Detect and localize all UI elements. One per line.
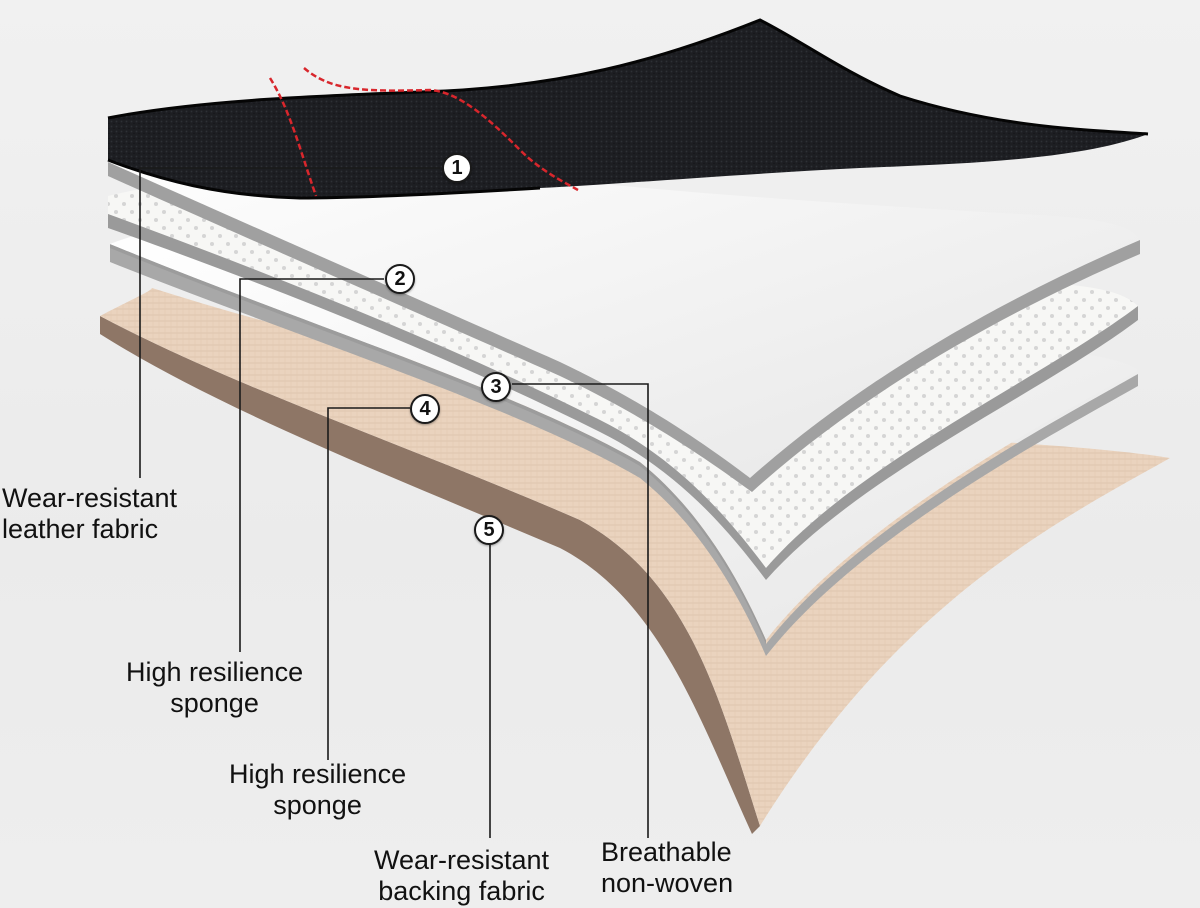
label-line: Wear-resistant <box>374 845 550 875</box>
backing-fabric-edge <box>100 316 760 834</box>
label-line: High resilience <box>229 759 407 789</box>
leather-edge <box>107 18 1149 136</box>
layer-label-5: Wear-resistant backing fabric <box>374 845 549 907</box>
layer-label-1: Wear-resistant leather fabric <box>2 483 177 545</box>
label-line: non-woven <box>601 868 734 898</box>
layer-number-badge: 5 <box>474 515 504 545</box>
leader-line-3 <box>512 383 649 838</box>
leather-stitch <box>303 67 579 192</box>
label-line: sponge <box>273 790 362 820</box>
backing-fabric-layer <box>100 288 1170 834</box>
leader-line-4 <box>327 407 410 760</box>
leader-lines <box>139 167 649 838</box>
leather-surface <box>108 20 1148 198</box>
label-line: backing fabric <box>378 876 545 906</box>
leather-stitch <box>268 77 318 197</box>
label-line: sponge <box>170 688 259 718</box>
layer-number-badge: 3 <box>481 372 511 402</box>
leader-line-1 <box>139 167 440 478</box>
layer-label-4: High resilience sponge <box>229 759 406 821</box>
leather-layer <box>107 18 1149 200</box>
layer-number-badge: 1 <box>442 153 472 183</box>
layer-label-3: Breathable non-woven <box>601 837 733 899</box>
label-line: leather fabric <box>2 514 159 544</box>
sponge-upper-surface <box>108 130 1140 478</box>
layer-number-badge: 4 <box>410 394 440 424</box>
label-line: Wear-resistant <box>2 483 178 513</box>
sponge-layer-upper <box>108 130 1140 492</box>
backing-fabric-surface <box>100 288 1170 826</box>
label-line: Breathable <box>601 837 732 867</box>
leader-line-2 <box>239 278 384 652</box>
layer-label-2: High resilience sponge <box>126 657 303 719</box>
layer-number-badge: 2 <box>385 264 415 294</box>
label-line: High resilience <box>126 657 304 687</box>
